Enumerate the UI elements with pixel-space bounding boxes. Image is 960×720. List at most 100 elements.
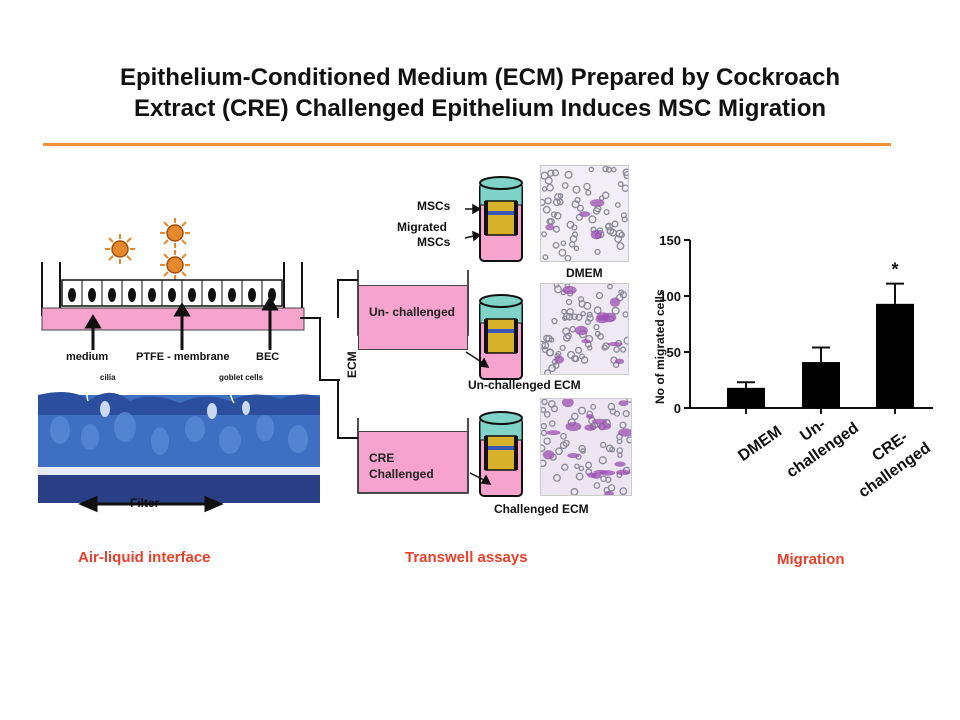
x-category-label: Un-challenged [771, 401, 862, 481]
significance-marker: * [891, 260, 898, 280]
challenged-ecm-caption: Challenged ECM [494, 502, 589, 516]
transwell-insert-icon [479, 176, 523, 262]
migrated-cell [589, 199, 605, 207]
error-bar [737, 381, 755, 388]
cell-nucleus [128, 288, 136, 302]
migrated-cell [614, 461, 626, 467]
micrograph-pore [622, 168, 628, 177]
micrograph-pore [619, 421, 627, 429]
micrograph-pore [573, 245, 580, 252]
micrograph-pore [571, 354, 579, 363]
micrograph-pore [585, 461, 593, 469]
y-tick-label: 100 [659, 289, 681, 304]
micrograph-pore [559, 344, 566, 351]
migrated-cell [607, 341, 623, 347]
micrograph-pore [590, 403, 597, 410]
micrograph-pore [543, 437, 551, 445]
micrograph-pore [603, 209, 610, 216]
msc-label: MSCs [417, 199, 451, 213]
micrograph-pore [611, 306, 620, 315]
error-bar [886, 282, 904, 304]
micrograph-pore [558, 248, 567, 257]
goblet-cells-label: goblet cells [219, 373, 264, 382]
migrated-cell [602, 312, 617, 323]
migrated-msc-label-1: Migrated [397, 220, 448, 234]
medium-label: medium [66, 351, 109, 363]
micrograph-pore [575, 472, 584, 481]
y-tick-label: 50 [667, 345, 681, 360]
micrograph-pore [621, 184, 628, 192]
micrograph-pore [552, 241, 560, 249]
micrograph-pore [578, 465, 585, 472]
cell-nucleus [208, 288, 216, 302]
micrograph-pore [616, 242, 625, 250]
migrated-cell [614, 358, 625, 365]
membrane-label: PTFE - membrane [136, 351, 230, 363]
unchallenged-ecm-box: Un- challenged [358, 285, 468, 350]
micrograph-pore [571, 224, 578, 231]
micrograph-pore [611, 220, 619, 228]
micrograph-pore [586, 345, 593, 351]
micrograph-pore [571, 313, 578, 321]
migrated-cell [591, 472, 602, 479]
micrograph-pore [554, 285, 562, 294]
allergen-particle-icon [160, 250, 190, 280]
migrated-cell [554, 355, 565, 364]
micrograph-pore [619, 487, 628, 495]
migrated-cell [562, 285, 577, 295]
filter-arrow [78, 495, 224, 513]
micrograph-pore [618, 231, 625, 239]
micrograph-pore [570, 487, 579, 495]
migrated-msc-label-2: MSCs [417, 235, 451, 249]
micrograph-pore [561, 463, 569, 472]
micrograph-pore [615, 229, 624, 238]
micrograph-pore [613, 346, 620, 353]
micrograph-pore [553, 212, 562, 220]
micrograph-pore [561, 182, 569, 189]
micrograph-pore [564, 332, 572, 340]
micrograph-pore [623, 336, 628, 345]
migrated-cell [545, 224, 555, 231]
micrograph-pore [607, 284, 613, 290]
cell-nucleus [108, 288, 116, 302]
micrograph-pore [576, 204, 584, 212]
micrograph-pore [575, 313, 583, 321]
y-axis-label: No of migrated cells [653, 289, 667, 404]
ecm-axis-label: ECM [345, 351, 359, 378]
micrograph-pore [585, 189, 592, 196]
micrograph-pore [568, 241, 576, 248]
micrograph-pore [614, 235, 622, 243]
micrograph-pore [541, 186, 548, 192]
micrograph-pore [620, 346, 627, 353]
micrograph-pore [614, 202, 621, 208]
micrograph-pore [553, 473, 561, 482]
transwell-insert-icon [479, 411, 523, 497]
micrograph-pore [602, 166, 609, 173]
page-title-line-1: Epithelium-Conditioned Medium (ECM) Prep… [119, 64, 841, 91]
migrated-cell [546, 430, 561, 436]
micrograph-pore [605, 476, 612, 483]
micrograph-pore [541, 341, 550, 350]
micrograph-pore [556, 198, 564, 206]
error-bar [812, 346, 830, 363]
title-divider [43, 143, 891, 146]
micrograph-pore [542, 254, 549, 261]
micrograph-pore [613, 410, 621, 417]
transwell-diagram [300, 176, 523, 497]
micrograph-pore [626, 436, 631, 444]
micrograph-pore [616, 438, 623, 445]
micrograph-pore [594, 248, 601, 256]
micrograph-pore [557, 193, 564, 199]
unchallenged-box-label: Un- challenged [369, 305, 456, 319]
micrograph-pore [611, 166, 617, 173]
micrograph-pore [593, 482, 601, 489]
cell-nucleus [148, 288, 156, 302]
micrograph-pore [605, 444, 614, 453]
micrograph-pore [598, 456, 607, 465]
micrograph-pore [574, 346, 583, 354]
micrograph-pore [607, 402, 616, 411]
y-tick-label: 150 [659, 233, 681, 248]
micrograph-pore [541, 231, 547, 238]
cre-challenged-ecm-box: CRE Challenged [358, 431, 468, 493]
bar [876, 303, 914, 408]
